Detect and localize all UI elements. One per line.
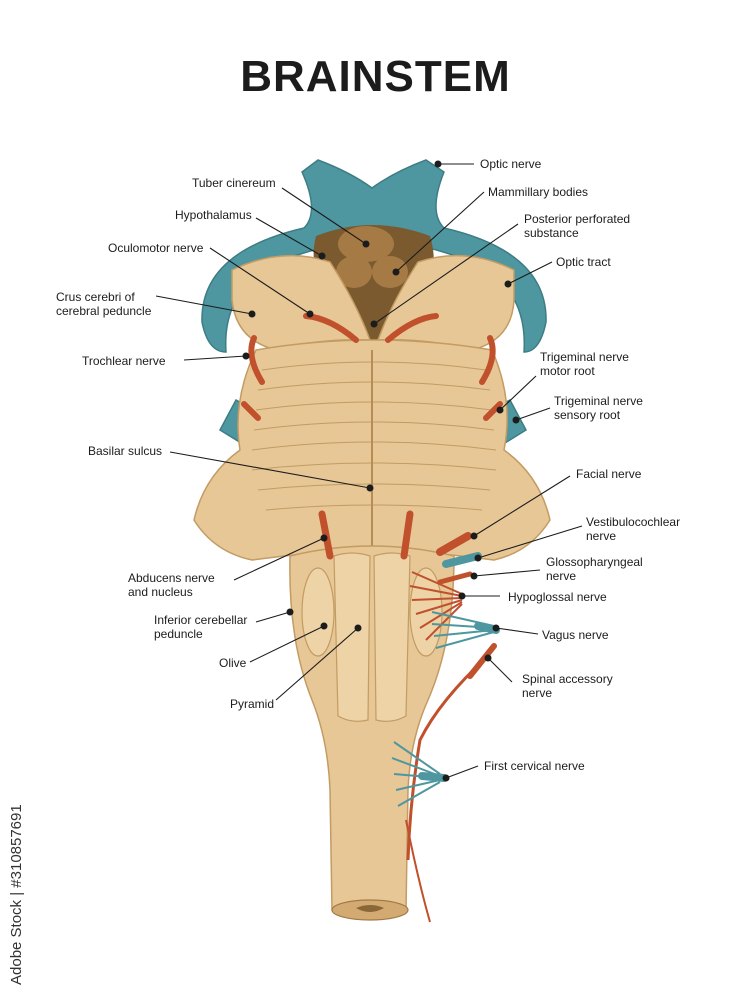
leader-endpoints (242, 160, 520, 782)
label-tuber-cinereum: Tuber cinereum (192, 176, 276, 190)
leader-lines (155, 163, 583, 779)
label-inferior-cerebellar-peduncle: Inferior cerebellar peduncle (154, 613, 248, 641)
label-basilar-sulcus: Basilar sulcus (88, 444, 163, 458)
facial-nerve-shape (436, 532, 472, 556)
pyramid-right-shape (373, 552, 411, 722)
cervical-nerve-fiber (405, 819, 431, 923)
stock-watermark: Adobe Stock | #310857691 (8, 804, 25, 985)
label-facial-nerve: Facial nerve (576, 467, 642, 481)
label-trochlear-nerve: Trochlear nerve (82, 354, 166, 368)
hypothalamus-shape (313, 225, 434, 352)
olive-left-shape (301, 567, 335, 657)
abducens-nerve-right (400, 510, 414, 560)
trochlear-nerve-left (248, 335, 265, 385)
vestibulocochlear-nerve-shape (442, 552, 482, 568)
mammillary-body-left (336, 256, 372, 288)
glossopharyngeal-nerve-shape (437, 571, 473, 585)
label-posterior-perforated-substance: Posterior perforated substance (524, 212, 631, 240)
spinal-accessory-nerve-root (467, 643, 497, 679)
label-oculomotor-nerve: Oculomotor nerve (108, 241, 204, 255)
label-first-cervical-nerve: First cervical nerve (484, 759, 585, 773)
label-trigeminal-motor-root: Trigeminal nerve motor root (540, 350, 629, 378)
label-crus-cerebri: Crus cerebri of cerebral peduncle (56, 290, 152, 318)
trochlear-nerve-right (479, 335, 496, 385)
label-optic-tract: Optic tract (556, 255, 611, 269)
abducens-nerve-left (318, 510, 334, 560)
label-vagus-nerve: Vagus nerve (542, 628, 609, 642)
trigeminal-motor-root-left (241, 401, 261, 421)
label-glossopharyngeal-nerve: Glossopharyngeal nerve (546, 555, 643, 583)
label-trigeminal-sensory-root: Trigeminal nerve sensory root (554, 394, 643, 422)
spinal-accessory-nerve-shape (406, 654, 490, 861)
label-olive: Olive (219, 656, 247, 670)
page-title: BRAINSTEM (240, 52, 511, 101)
label-hypothalamus: Hypothalamus (175, 208, 252, 222)
trigeminal-motor-root-right (483, 401, 503, 421)
pyramid-left-shape (333, 552, 371, 722)
mammillary-body-right (372, 256, 408, 288)
spinal-cord-grey-matter (356, 905, 384, 912)
label-vestibulocochlear-nerve: Vestibulocochlear nerve (586, 515, 681, 543)
oculomotor-nerve-right (385, 313, 439, 343)
label-mammillary-bodies: Mammillary bodies (488, 185, 589, 199)
label-spinal-accessory-nerve: Spinal accessory nerve (522, 672, 613, 700)
label-optic-nerve: Optic nerve (480, 157, 542, 171)
label-hypoglossal-nerve: Hypoglossal nerve (508, 590, 607, 604)
first-cervical-nerve-trunk (418, 772, 448, 782)
label-pyramid: Pyramid (230, 697, 275, 711)
label-abducens-nerve: Abducens nerve and nucleus (128, 571, 215, 599)
